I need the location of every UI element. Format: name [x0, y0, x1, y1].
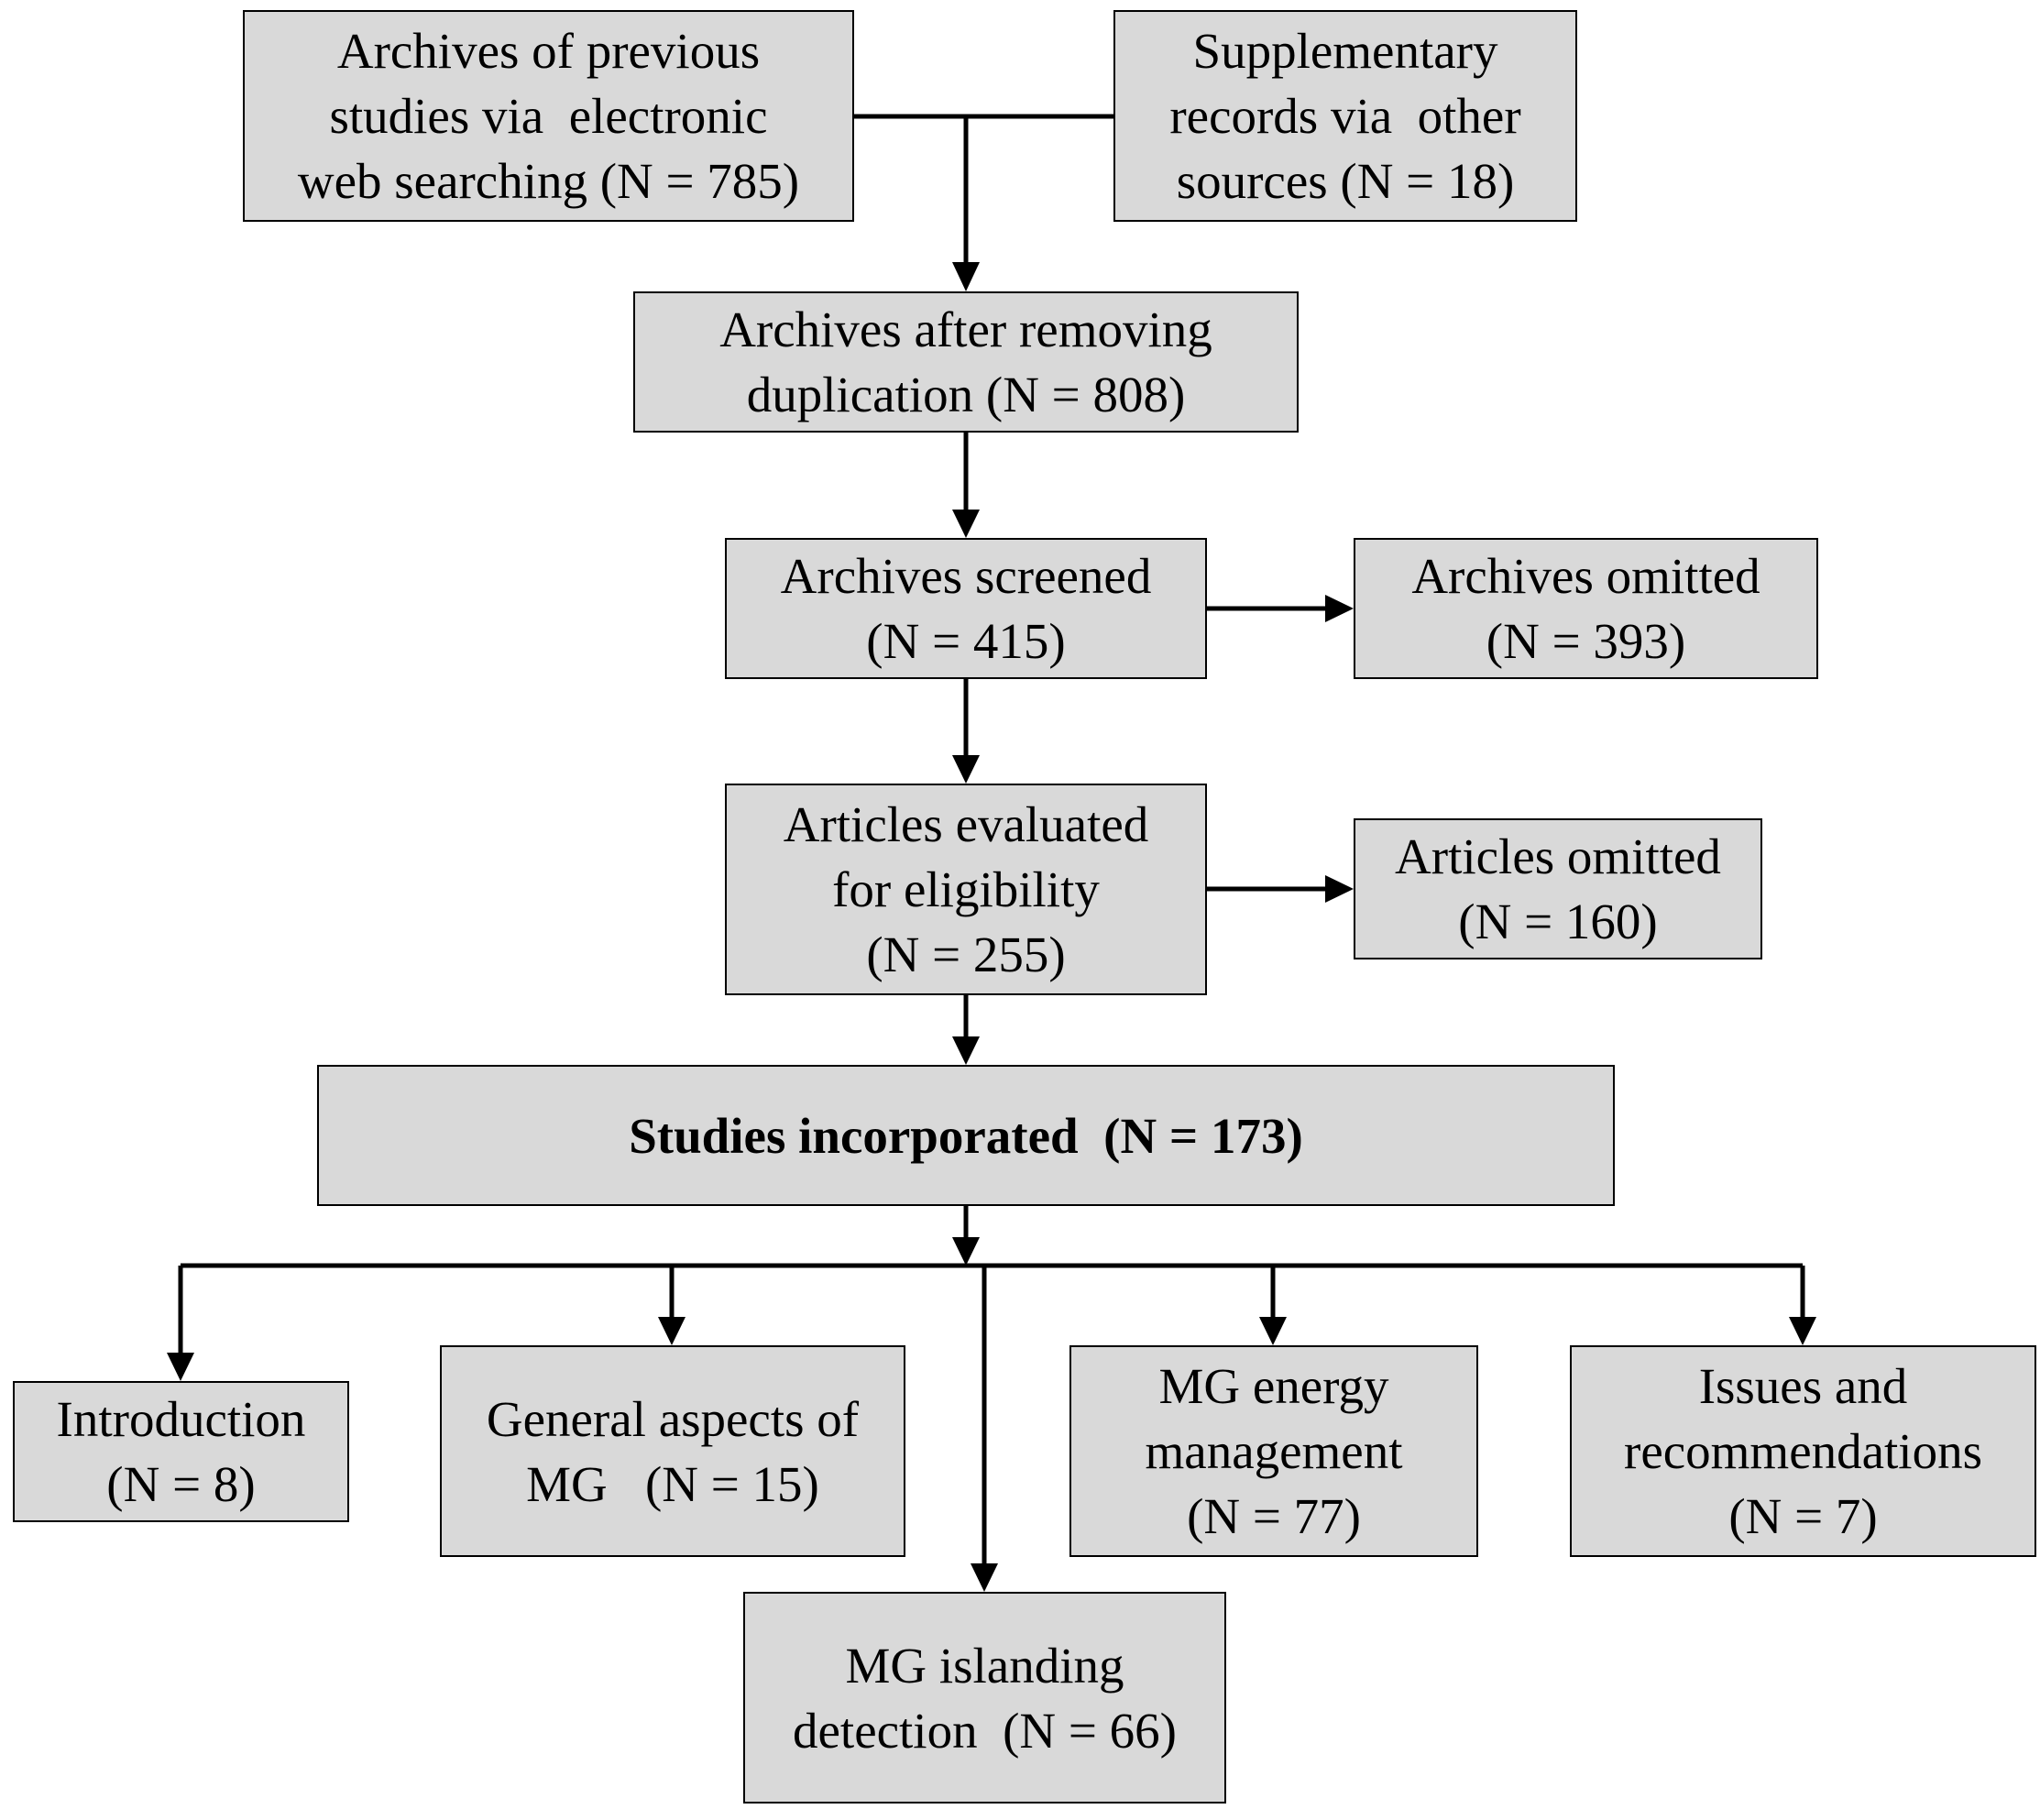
arrowhead-articles-omitted	[1325, 875, 1354, 903]
box-general-aspects: General aspects of MG (N = 15)	[440, 1345, 905, 1557]
box-articles-omitted: Articles omitted (N = 160)	[1354, 818, 1762, 959]
box-archives-after-deduplication: Archives after removing duplication (N =…	[633, 291, 1299, 433]
box-archives-previous-studies: Archives of previous studies via electro…	[243, 10, 854, 222]
box-islanding-detection: MG islanding detection (N = 66)	[743, 1592, 1226, 1804]
box-energy-management-label: MG energy management (N = 77)	[1145, 1358, 1403, 1544]
box-general-aspects-label: General aspects of MG (N = 15)	[486, 1390, 860, 1512]
box-energy-management: MG energy management (N = 77)	[1069, 1345, 1478, 1557]
box-issues-recommendations: Issues and recommendations (N = 7)	[1570, 1345, 2036, 1557]
box-studies-incorporated: Studies incorporated (N = 173)	[317, 1065, 1615, 1206]
box-archives-previous-studies-label: Archives of previous studies via electro…	[297, 23, 800, 209]
box-articles-evaluated-label: Articles evaluated for eligibility (N = …	[783, 796, 1149, 982]
arrowhead-evaluated	[952, 755, 980, 784]
box-articles-omitted-label: Articles omitted (N = 160)	[1395, 828, 1721, 949]
box-introduction-label: Introduction (N = 8)	[56, 1391, 306, 1512]
box-studies-incorporated-label: Studies incorporated (N = 173)	[629, 1107, 1303, 1164]
arrowhead-screened	[952, 510, 980, 538]
box-issues-recommendations-label: Issues and recommendations (N = 7)	[1624, 1358, 1982, 1544]
arrowhead-energy	[1259, 1317, 1287, 1345]
arrowhead-dedup	[952, 262, 980, 291]
box-articles-evaluated: Articles evaluated for eligibility (N = …	[725, 784, 1207, 995]
box-archives-screened-label: Archives screened (N = 415)	[780, 548, 1152, 669]
box-islanding-detection-label: MG islanding detection (N = 66)	[793, 1637, 1177, 1759]
arrowhead-incorporated	[952, 1036, 980, 1065]
box-supplementary-records: Supplementary records via other sources …	[1113, 10, 1577, 222]
arrowhead-issues	[1789, 1317, 1816, 1345]
arrowhead-archives-omitted	[1325, 595, 1354, 622]
box-archives-after-deduplication-label: Archives after removing duplication (N =…	[719, 302, 1212, 422]
arrowhead-introduction	[167, 1353, 194, 1381]
arrowhead-branch	[952, 1237, 980, 1266]
box-archives-omitted-label: Archives omitted (N = 393)	[1411, 548, 1760, 669]
box-archives-screened: Archives screened (N = 415)	[725, 538, 1207, 679]
box-archives-omitted: Archives omitted (N = 393)	[1354, 538, 1818, 679]
arrowhead-islanding	[971, 1563, 998, 1592]
box-introduction: Introduction (N = 8)	[13, 1381, 349, 1522]
arrowhead-general	[658, 1317, 685, 1345]
box-supplementary-records-label: Supplementary records via other sources …	[1169, 23, 1521, 209]
